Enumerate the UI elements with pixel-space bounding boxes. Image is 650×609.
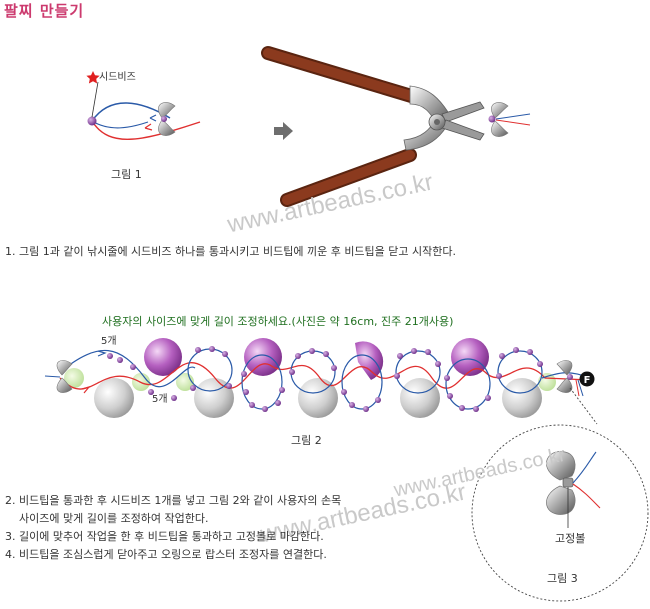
star-icon [86,71,100,84]
figure-1-caption: 그림 1 [111,168,142,181]
figure-1 [87,81,201,140]
seed-bead-label: 시드비즈 [99,72,136,83]
pliers [261,46,531,207]
step-4: 4. 비드팁을 조심스럽게 닫아주고 오링으로 랍스터 조정자를 연결한다. [5,548,327,561]
step-1: 1. 그림 1과 같이 낚시줄에 시드비즈 하나를 통과시키고 비드팁에 끼운 … [5,245,457,258]
step-3: 3. 길이에 맞추어 작업을 한 후 비드팁을 통과하고 고정볼로 마감한다. [5,530,324,543]
count-bottom-label: 5개 [152,393,168,405]
figure-3-caption: 그림 3 [547,572,578,585]
figure-2: F 5개 5개 [44,335,595,418]
seed-bead [87,116,97,126]
arrow-right-icon [274,122,293,140]
figure-3 [546,451,601,528]
figure-2-caption: 그림 2 [291,434,322,447]
fixing-ball-label: 고정볼 [555,532,586,545]
end-marker [579,371,595,387]
step-2: 2. 비드팁을 통과한 후 시드비즈 1개를 넣고 그림 2와 같이 사용자의 … [5,494,342,507]
size-note: 사용자의 사이즈에 맞게 길이 조정하세요.(사진은 약 16cm, 진주 21… [102,315,454,328]
end-marker-label: F [584,375,591,386]
figure-3-zoom-circle [471,424,649,602]
page-title: 팔찌 만들기 [4,2,85,20]
count-top-label: 5개 [101,335,117,347]
step-2-continued: 사이즈에 맞게 길이를 조정하여 작업한다. [19,512,209,525]
